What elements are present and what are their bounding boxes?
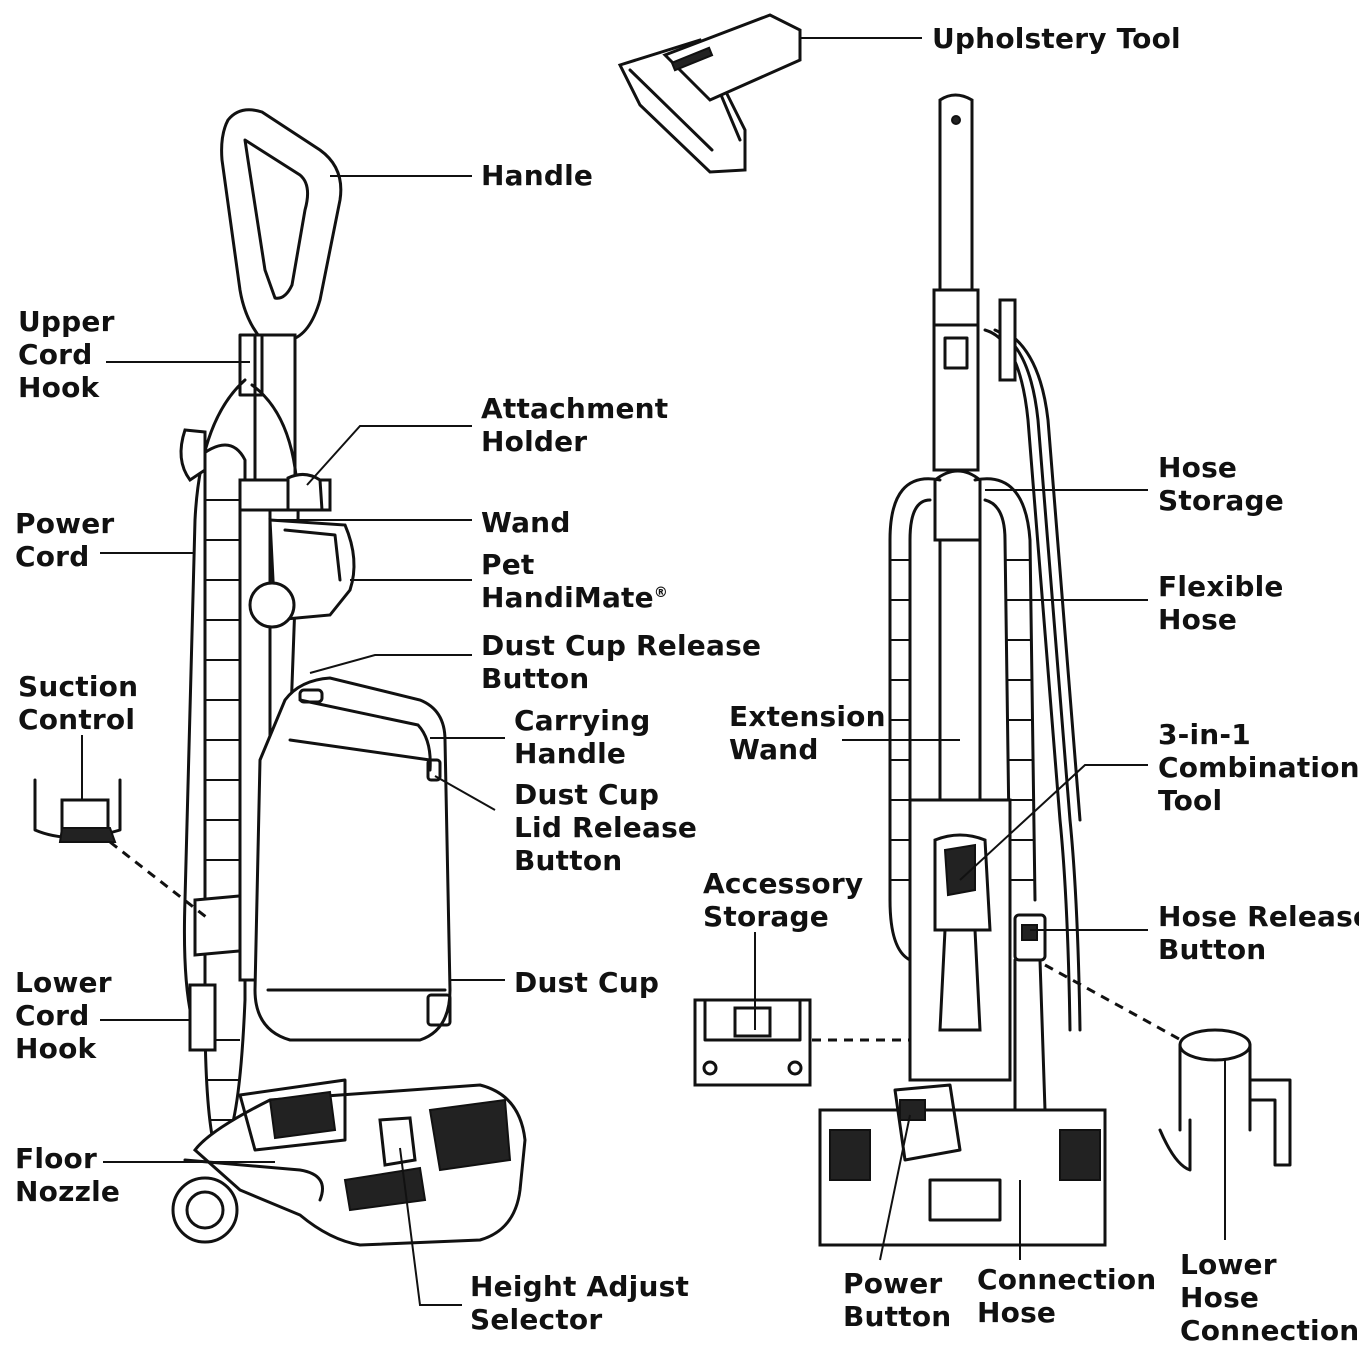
- label-carrying-handle: Carrying Handle: [514, 704, 651, 770]
- lower-hose-connection-inset: [1044, 963, 1292, 1172]
- label-accessory-storage: Accessory Storage: [703, 867, 864, 933]
- upright-vacuum-front: [818, 93, 1107, 1247]
- upright-vacuum-side: [171, 108, 527, 1247]
- leader-lines: [81, 37, 1226, 1306]
- label-extension-wand: Extension Wand: [729, 700, 886, 766]
- label-wand: Wand: [481, 506, 571, 539]
- label-height-adjust-selector: Height Adjust Selector: [470, 1270, 690, 1336]
- label-upper-cord-hook: Upper Cord Hook: [18, 305, 115, 404]
- registered-mark: ®: [653, 585, 669, 601]
- label-attachment-holder: Attachment Holder: [481, 392, 669, 458]
- label-suction-control: Suction Control: [18, 670, 139, 736]
- label-hose-storage: Hose Storage: [1158, 451, 1284, 517]
- label-handle: Handle: [481, 159, 594, 192]
- label-lower-cord-hook: Lower Cord Hook: [15, 966, 112, 1065]
- label-combination-tool: 3-in-1 Combination Tool: [1158, 718, 1359, 817]
- label-power-button: Power Button: [843, 1267, 952, 1333]
- label-lower-hose-connection: Lower Hose Connection: [1180, 1248, 1359, 1347]
- label-upholstery-tool: Upholstery Tool: [932, 22, 1181, 55]
- label-hose-release-button: Hose Release Button: [1158, 900, 1359, 966]
- accessory-storage-inset: [693, 998, 910, 1087]
- suction-control-inset: [33, 778, 211, 922]
- label-flexible-hose: Flexible Hose: [1158, 570, 1284, 636]
- label-dust-cup-release-button: Dust Cup Release Button: [481, 629, 762, 695]
- label-floor-nozzle: Floor Nozzle: [15, 1142, 121, 1208]
- label-power-cord: Power Cord: [15, 507, 115, 573]
- upholstery-tool-drawing: [617, 13, 802, 174]
- label-connection-hose: Connection Hose: [977, 1263, 1157, 1329]
- label-dust-cup-lid-release-button: Dust Cup Lid Release Button: [514, 778, 698, 877]
- label-dust-cup: Dust Cup: [514, 966, 660, 999]
- label-pet-handimate: Pet HandiMate®: [481, 548, 669, 614]
